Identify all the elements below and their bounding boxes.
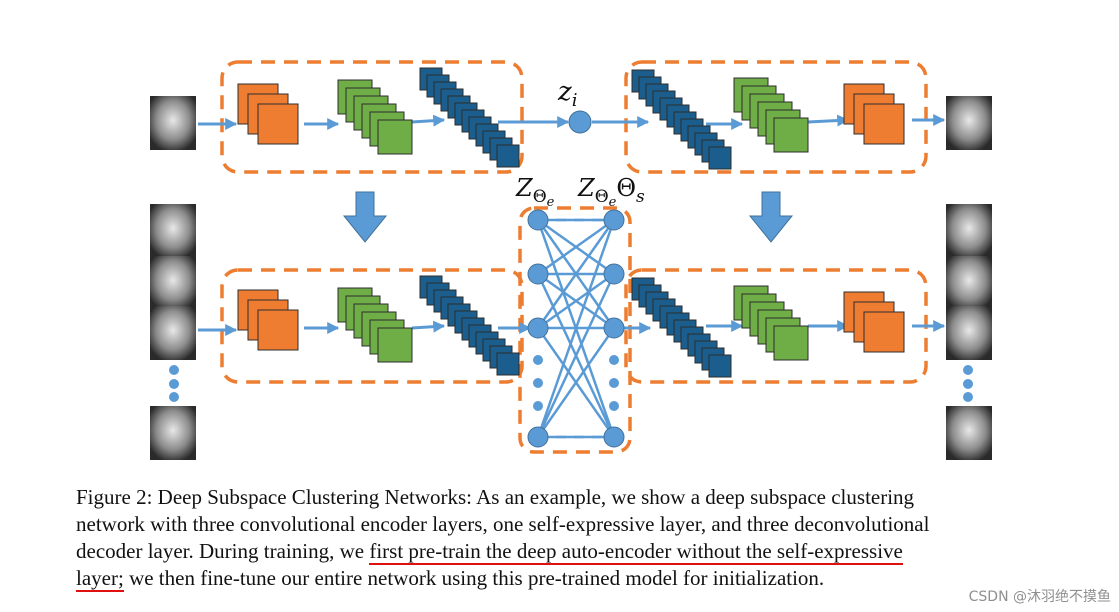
down-arrow-left bbox=[342, 191, 388, 243]
self-expressive-layer bbox=[527, 209, 625, 448]
ellipsis-dot bbox=[533, 401, 543, 411]
decoder-deconv3-bottom bbox=[843, 291, 905, 353]
arrow bbox=[807, 114, 850, 127]
caption-text: decoder layer. During training, we bbox=[76, 539, 370, 563]
decoder-deconv1-top bbox=[631, 69, 732, 170]
architecture-diagram: zi ZΘe ZΘeΘs bbox=[150, 60, 992, 460]
label-z-theta-e-theta-s: ZΘeΘs bbox=[577, 174, 645, 210]
ellipsis-dot bbox=[533, 378, 543, 388]
caption-line-3: decoder layer. During training, we first… bbox=[76, 538, 1066, 565]
encoder-box-top bbox=[220, 60, 524, 174]
feature-map bbox=[496, 352, 520, 376]
decoder-deconv2-top bbox=[733, 77, 809, 153]
arrow bbox=[411, 114, 446, 127]
decoder-deconv1-bottom bbox=[631, 277, 732, 378]
connection bbox=[537, 272, 615, 330]
encoder-conv1-bottom bbox=[237, 289, 299, 351]
node bbox=[603, 426, 625, 448]
ellipsis-dot bbox=[609, 355, 619, 365]
encoder-conv1-top bbox=[237, 83, 299, 145]
caption-line-1: Figure 2: Deep Subspace Clustering Netwo… bbox=[76, 485, 915, 509]
figure-caption: Figure 2: Deep Subspace Clustering Netwo… bbox=[76, 484, 1066, 592]
caption-line-4: layer; we then fine-tune our entire netw… bbox=[76, 565, 1066, 592]
watermark: CSDN @沐羽绝不摸鱼 bbox=[968, 589, 1111, 605]
caption-line-2: network with three convolutional encoder… bbox=[76, 512, 930, 536]
caption-underlined-text: layer; bbox=[76, 566, 124, 592]
encoder-conv3-top bbox=[419, 67, 520, 168]
feature-map bbox=[496, 144, 520, 168]
decoder-deconv3-top bbox=[843, 83, 905, 145]
label-z-theta-e: ZΘe bbox=[515, 174, 555, 210]
caption-text: we then fine-tune our entire network usi… bbox=[123, 566, 825, 590]
feature-map bbox=[708, 354, 732, 378]
connection bbox=[537, 218, 615, 276]
node bbox=[603, 317, 625, 339]
node bbox=[527, 263, 549, 285]
output-faces-bottom bbox=[946, 204, 992, 460]
encoder-conv2-bottom bbox=[337, 287, 413, 363]
encoder-conv2-top bbox=[337, 79, 413, 155]
connection bbox=[536, 219, 616, 329]
down-arrow-right bbox=[748, 191, 794, 243]
connection bbox=[536, 273, 616, 438]
node bbox=[603, 263, 625, 285]
node bbox=[527, 317, 549, 339]
input-faces-bottom bbox=[150, 204, 196, 460]
caption-underlined-text: first pre-train the deep auto-encoder wi… bbox=[369, 539, 903, 565]
decoder-box-top bbox=[624, 60, 928, 174]
node bbox=[527, 426, 549, 448]
ellipsis-dot bbox=[533, 355, 543, 365]
ellipsis-dot bbox=[609, 401, 619, 411]
connection bbox=[536, 219, 616, 438]
label-zi: zi bbox=[557, 77, 577, 111]
feature-map bbox=[708, 146, 732, 170]
output-face-top bbox=[946, 96, 992, 150]
node bbox=[527, 209, 549, 231]
arrow bbox=[411, 320, 446, 333]
ellipsis-dot bbox=[609, 378, 619, 388]
input-face-top bbox=[150, 96, 196, 150]
node bbox=[603, 209, 625, 231]
connection bbox=[536, 327, 616, 438]
encoder-conv3-bottom bbox=[419, 275, 520, 376]
decoder-deconv2-bottom bbox=[733, 285, 809, 361]
latent-node-zi bbox=[568, 110, 592, 134]
